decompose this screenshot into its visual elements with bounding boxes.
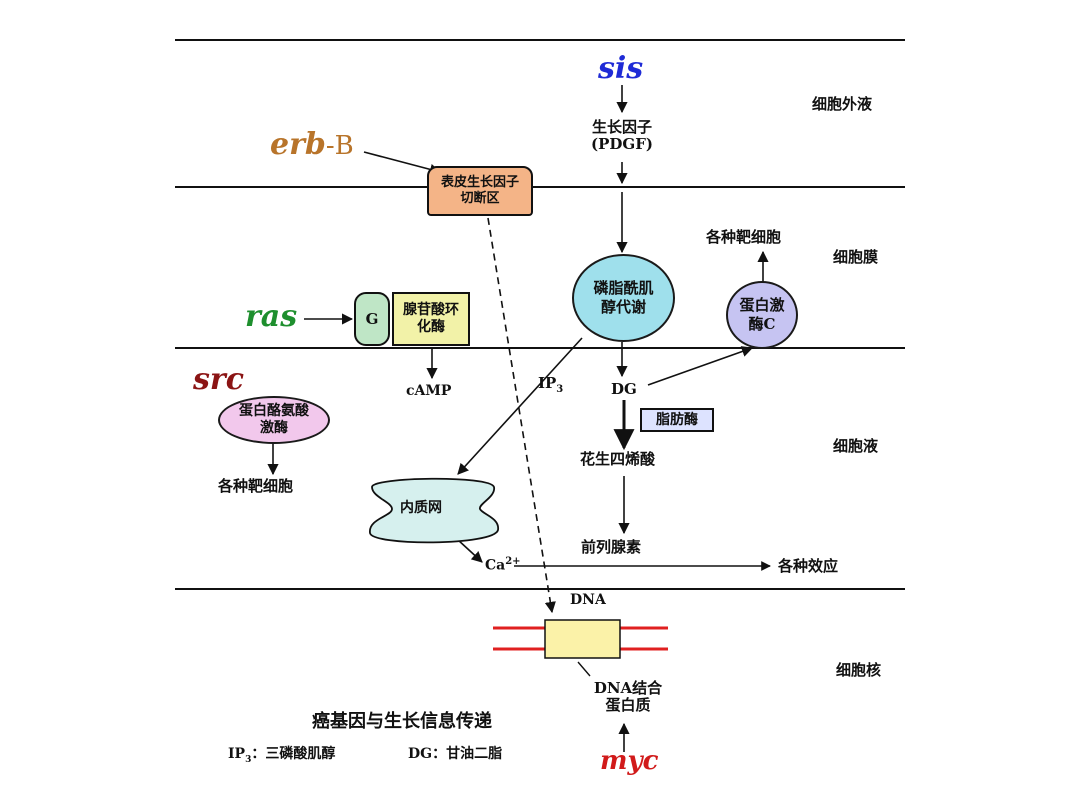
region-label-cytosol: 细胞液 — [833, 437, 879, 455]
gene-erb-suffix: -B — [325, 131, 354, 161]
ca-base: Ca — [485, 557, 506, 574]
gene-erb-italic: erb — [270, 127, 326, 162]
growth-factor-line2: (PDGF) — [591, 135, 653, 154]
arrow-erb-to-egf — [363, 151, 442, 175]
prostaglandin-label: 前列腺素 — [581, 538, 642, 556]
dna-label: DNA — [570, 592, 606, 608]
legend-ip3-text: ：三磷酸肌醇 — [251, 746, 336, 762]
target-cells-left-label: 各种靶细胞 — [218, 477, 294, 495]
gene-sis: sis — [598, 51, 644, 86]
gene-myc: myc — [600, 746, 659, 776]
ca-label: Ca2+ — [485, 556, 521, 574]
ip3-base: IP — [538, 374, 557, 392]
pi-metabolism-circle: 磷脂酰肌醇代谢 — [572, 254, 675, 342]
dna-binding-line1: DNA结合 — [593, 679, 663, 697]
ca-sup: 2+ — [505, 556, 521, 567]
g-protein-box: G — [354, 292, 390, 346]
gene-erb-b: erb-B — [270, 130, 354, 160]
er-label: 内质网 — [400, 500, 442, 516]
effects-label: 各种效应 — [778, 557, 839, 575]
dna-binding-protein-label: DNA结合 蛋白质 — [578, 679, 678, 715]
dna-binding-region-box — [544, 619, 621, 659]
egf-cleavage-box: 表皮生长因子切断区 — [427, 166, 533, 216]
pkc-circle: 蛋白激酶C — [726, 281, 798, 349]
region-label-extracellular: 细胞外液 — [812, 95, 873, 113]
arachidonic-acid-label: 花生四烯酸 — [580, 450, 656, 468]
legend-ip3: IP3：三磷酸肌醇 — [228, 746, 335, 765]
dg-label: DG — [611, 380, 637, 398]
dna-binding-line2: 蛋白质 — [605, 696, 651, 715]
pointer-dna-box-to-binding — [577, 661, 591, 677]
lipase-box: 脂肪酶 — [640, 408, 714, 432]
er-shape — [369, 477, 499, 544]
legend-dg: DG：甘油二脂 — [408, 746, 503, 762]
tyrosine-kinase-ellipse: 蛋白酪氨酸激酶 — [218, 396, 330, 444]
legend-ip3-sub: 3 — [245, 754, 252, 765]
growth-factor-line1: 生长因子 — [591, 118, 652, 136]
dashed-egf-to-dna — [487, 217, 556, 614]
camp-label: cAMP — [406, 383, 452, 399]
ip3-label: IP3 — [538, 374, 564, 396]
diagram-caption-title: 癌基因与生长信息传递 — [312, 711, 492, 732]
legend-ip3-base: IP — [228, 746, 246, 762]
target-cells-top-label: 各种靶细胞 — [706, 228, 782, 246]
arrow-pi-to-er — [457, 337, 583, 475]
region-label-nucleus: 细胞核 — [836, 661, 882, 679]
adenylate-cyclase-box: 腺苷酸环化酶 — [392, 292, 470, 346]
arrow-dg-to-pkc — [647, 346, 754, 386]
ip3-sub: 3 — [556, 384, 564, 395]
gene-src: src — [193, 362, 244, 397]
growth-factor-label: 生长因子 (PDGF) — [572, 118, 672, 154]
region-label-membrane: 细胞膜 — [833, 248, 879, 266]
gene-ras: ras — [245, 299, 298, 334]
